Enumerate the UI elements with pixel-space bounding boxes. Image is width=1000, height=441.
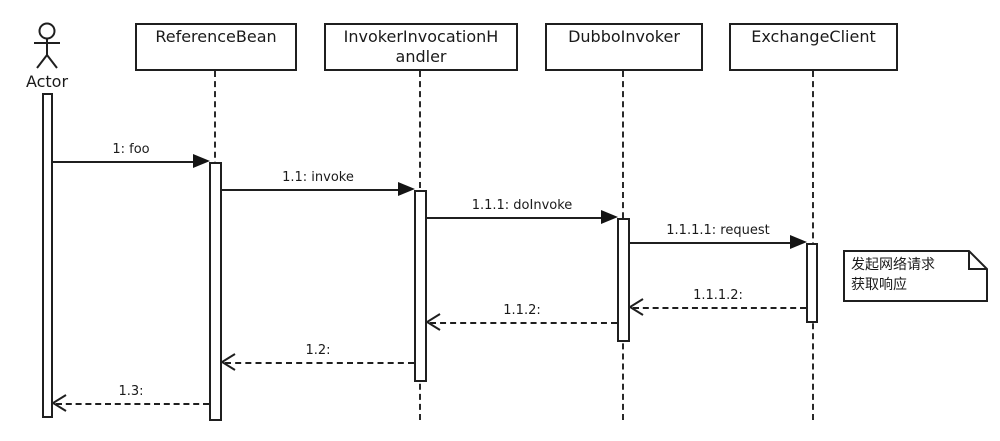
activation-reference-bean [209,162,222,421]
participant-box-reference-bean[interactable]: ReferenceBean [135,23,297,71]
actor-label: Actor [25,72,69,91]
actor-icon [34,22,60,69]
participant-label: ReferenceBean [155,27,277,46]
sync-arrowhead-icon [398,182,415,196]
message-line [222,189,401,191]
return-arrowhead-icon [426,313,441,331]
return-arrowhead-icon [629,298,644,316]
participant-box-invoker-invocation-handler[interactable]: InvokerInvocationH andler [324,23,518,71]
message-label: 1: foo [112,142,150,157]
message-label: 1.1.1.1: request [666,223,770,238]
message-label: 1.3: [118,384,144,399]
participant-label: InvokerInvocationH andler [343,27,499,66]
message-label: 1.1.2: [503,303,541,318]
note-shape-icon [843,250,988,302]
message-label: 1.1.1: doInvoke [471,198,573,213]
message-label: 1.1: invoke [282,170,354,185]
return-arrowhead-icon [52,394,67,412]
sync-arrowhead-icon [193,154,210,168]
note: 发起网络请求 获取响应 [843,250,988,302]
sync-arrowhead-icon [601,210,618,224]
activation-dubbo-invoker [617,218,630,342]
message-line [430,322,617,324]
sync-arrowhead-icon [790,235,807,249]
activation-actor [42,93,53,418]
message-label: 1.1.1.2: [693,288,743,303]
return-arrowhead-icon [221,353,236,371]
participant-label: DubboInvoker [568,27,680,46]
participant-box-dubbo-invoker[interactable]: DubboInvoker [545,23,703,71]
message-line [630,242,793,244]
participant-box-exchange-client[interactable]: ExchangeClient [729,23,898,71]
note-text: 发起网络请求 获取响应 [851,257,935,293]
message-label: 1.2: [305,343,331,358]
message-line [53,161,196,163]
message-line [427,217,604,219]
message-line [225,362,414,364]
message-line [633,307,806,309]
activation-invoker-invocation-handler [414,190,427,382]
participant-label: ExchangeClient [751,27,876,46]
message-line [56,403,209,405]
activation-exchange-client [806,243,818,323]
